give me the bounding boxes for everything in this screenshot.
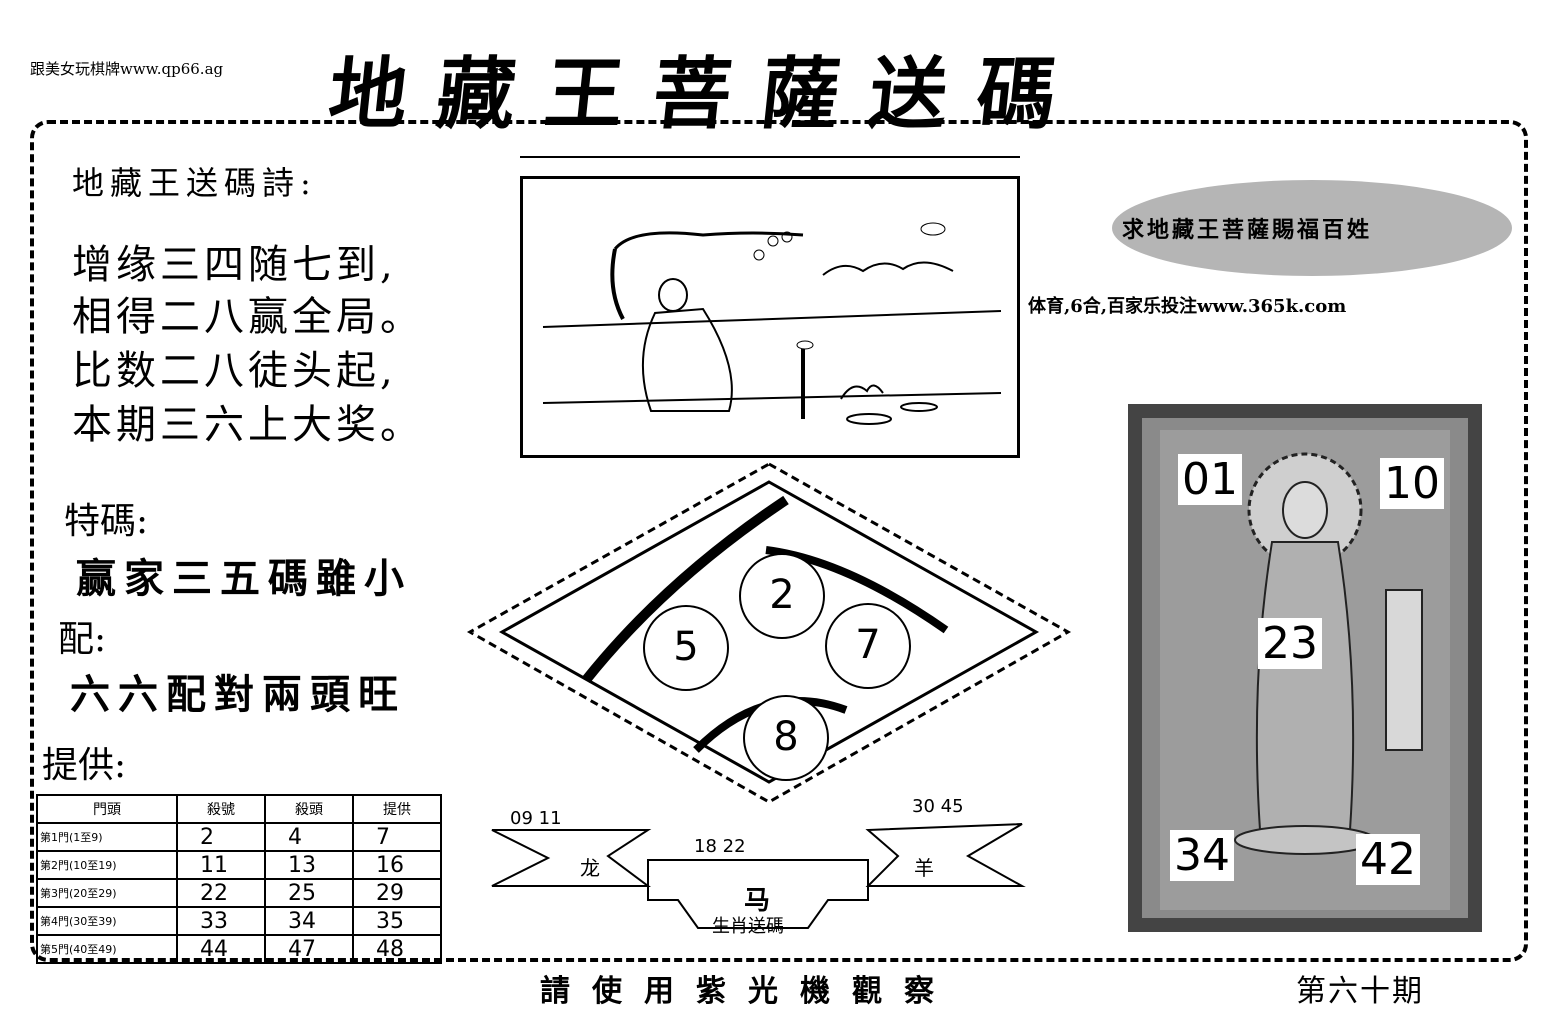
table-cell-door: 第5門(40至49) (36, 934, 178, 964)
zodiac-left-animal: 龙 (580, 856, 600, 880)
zodiac-ribbon (491, 823, 1026, 929)
table-row: 第2門(10至19) 11 13 16 (36, 850, 442, 880)
table-row: 第1門(1至9) 2 4 7 (36, 822, 442, 852)
horizon-line-lower (542, 392, 1002, 404)
table-cell: 22 (176, 878, 266, 908)
picture-top-rule (520, 156, 1020, 158)
blessing-text: 求地藏王菩薩賜福百姓 (1122, 217, 1373, 243)
uv-note: 請使用紫光機觀察 (540, 974, 956, 1009)
horizon-line-upper (542, 310, 1002, 328)
monk-illustration (520, 176, 1020, 458)
number-circle (739, 553, 825, 639)
tree-trunk (610, 248, 625, 320)
table-cell: 33 (176, 906, 266, 936)
issue-number: 第六十期 (1296, 974, 1424, 1009)
diamond-outer (466, 462, 1072, 804)
table-cell-door: 第1門(1至9) (36, 822, 178, 852)
table-header-kill-number: 殺號 (176, 794, 266, 824)
card-number: 23 (1258, 618, 1322, 669)
diamond-inner (498, 480, 1040, 784)
lotus-base (1234, 825, 1376, 855)
sports-ad-text: 体育,6合,百家乐投注www.365k.com (1028, 296, 1347, 317)
monk-drawing (542, 222, 1002, 425)
table-cell: 44 (176, 934, 266, 964)
stone (846, 413, 892, 425)
table-cell-door: 第2門(10至19) (36, 850, 178, 880)
ribbon-left (491, 829, 652, 887)
table-cell: 2 (176, 822, 266, 852)
zodiac-center-animal: 马 (744, 886, 771, 916)
number-circle (643, 605, 729, 691)
grass (840, 384, 884, 400)
table-cell-door: 第3門(20至29) (36, 878, 178, 908)
table-cell-door: 第4門(30至39) (36, 906, 178, 936)
stone (900, 402, 938, 412)
table-cell: 13 (264, 850, 354, 880)
table-cell: 7 (352, 822, 442, 852)
table-row: 第4門(30至39) 33 34 35 (36, 906, 442, 936)
table-header-kill-head: 殺頭 (264, 794, 354, 824)
number-circle (743, 695, 829, 781)
poem-line-3: 比数二八徒头起, (72, 348, 397, 394)
table-row: 第5門(40至49) 44 47 48 (36, 934, 442, 964)
buddha-head (1282, 481, 1328, 539)
zodiac-center-numbers: 18 22 (694, 836, 746, 857)
poem-line-2: 相得二八赢全局。 (72, 294, 424, 340)
table-cell: 16 (352, 850, 442, 880)
table-cell: 11 (176, 850, 266, 880)
pair-text: 六六配對兩頭旺 (70, 671, 406, 718)
poem-line-1: 增缘三四随七到, (72, 242, 397, 288)
special-label: 特碼: (64, 501, 149, 542)
top-ad-text: 跟美女玩棋牌www.qp66.ag (30, 60, 224, 78)
diamond-number: 2 (769, 572, 795, 618)
table-header-door: 門頭 (36, 794, 178, 824)
table-header-provide: 提供 (352, 794, 442, 824)
leaf (753, 249, 765, 261)
table-cell: 47 (264, 934, 354, 964)
brush-stroke (582, 495, 789, 684)
leaf (767, 235, 779, 247)
tree-branch (613, 231, 804, 251)
ribbon-label: 生肖送碼 (712, 916, 784, 937)
table-cell: 25 (264, 878, 354, 908)
zodiac-right-animal: 羊 (914, 856, 934, 880)
table-cell: 34 (264, 906, 354, 936)
monk-head (658, 278, 688, 312)
number-circle (825, 603, 911, 689)
monk-robe (641, 307, 733, 412)
diamond-number: 5 (673, 624, 699, 670)
pair-label: 配: (58, 619, 107, 660)
special-text: 赢家三五碼雖小 (76, 555, 412, 602)
number-diamond (466, 462, 1072, 804)
mountains (822, 261, 954, 276)
ribbon-center (647, 859, 869, 929)
poem-heading: 地藏王送碼詩: (72, 164, 317, 202)
staff-top (796, 340, 814, 350)
table-cell: 4 (264, 822, 354, 852)
table-cell: 48 (352, 934, 442, 964)
table-row: 第3門(20至29) 22 25 29 (36, 878, 442, 908)
moon (920, 222, 946, 236)
zodiac-left-numbers: 09 11 (510, 808, 562, 829)
poem-line-4: 本期三六上大奖。 (72, 402, 424, 448)
zodiac-right-numbers: 30 45 (912, 796, 964, 817)
card-number: 42 (1356, 834, 1420, 885)
card-number: 10 (1380, 458, 1444, 509)
dashed-frame (30, 120, 1528, 962)
card-number: 34 (1170, 830, 1234, 881)
table-cell: 35 (352, 906, 442, 936)
card-number: 01 (1178, 454, 1242, 505)
blessing-banner (1112, 180, 1512, 276)
table-cell: 29 (352, 878, 442, 908)
provide-label: 提供: (42, 745, 127, 786)
diamond-number: 8 (773, 714, 799, 760)
number-table: 門頭 殺號 殺頭 提供 第1門(1至9) 2 4 7 第2門(10至19) 11… (36, 794, 442, 964)
leaf (781, 231, 793, 243)
side-plaque (1385, 589, 1423, 751)
diamond-number: 7 (855, 622, 881, 668)
ribbon-right (865, 823, 1026, 887)
buddha-robe (1255, 541, 1355, 831)
